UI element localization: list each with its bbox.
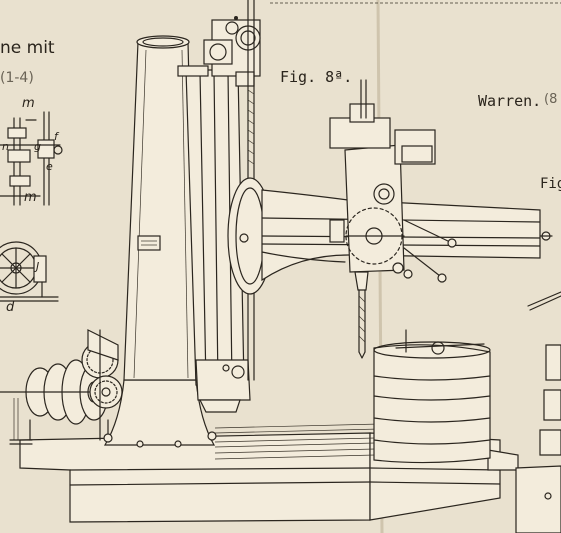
drill-bit bbox=[354, 271, 369, 359]
header-fragment-label: ne mit bbox=[0, 38, 55, 58]
adjacent-figure-fragment bbox=[515, 291, 561, 533]
cone-pulley-drive bbox=[0, 359, 121, 445]
maker-label: Warren. bbox=[478, 92, 542, 110]
letter-m-top: m bbox=[22, 96, 35, 111]
letter-d: d bbox=[6, 300, 15, 315]
letter-f: f bbox=[54, 130, 58, 143]
figure-right-fragment-label: Fig bbox=[540, 176, 561, 192]
subfigure-handwheel bbox=[0, 241, 59, 302]
subfigure-range-label: (1-4) bbox=[0, 70, 34, 86]
figure-main-label: Fig. 8ª. bbox=[280, 68, 353, 86]
main-column bbox=[103, 35, 217, 448]
drill-head bbox=[329, 79, 457, 283]
letter-g: g bbox=[34, 140, 41, 153]
letter-m-bottom: m bbox=[24, 190, 37, 205]
maker-ref-label: (8 bbox=[544, 92, 558, 107]
letter-e: e bbox=[46, 160, 53, 173]
letter-n: n bbox=[2, 140, 9, 153]
letter-j: J bbox=[36, 260, 40, 273]
column-sleeve bbox=[177, 0, 261, 413]
subfigure-mechanism-top bbox=[0, 111, 63, 206]
work-box-table bbox=[373, 329, 491, 464]
bevel-gear-train bbox=[81, 329, 123, 441]
